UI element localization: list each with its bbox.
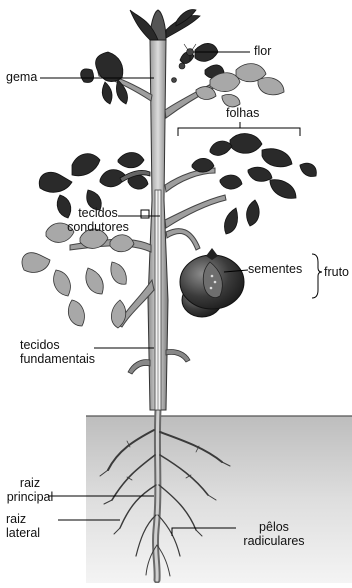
label-tecidos-fundamentais-line1: tecidos	[20, 338, 95, 352]
label-raiz-lateral-line2: lateral	[6, 526, 40, 540]
soil	[86, 416, 352, 583]
flowers	[172, 44, 197, 83]
label-raiz-lateral-line1: raiz	[6, 512, 40, 526]
label-tecidos-fundamentais: tecidos fundamentais	[20, 338, 95, 366]
label-folhas: folhas	[226, 106, 259, 120]
bracket-fruto	[312, 254, 322, 298]
label-tecidos-fundamentais-line2: fundamentais	[20, 352, 95, 366]
leaves	[39, 10, 316, 235]
fruit-cluster	[180, 248, 244, 317]
label-fruto: fruto	[324, 265, 349, 279]
label-tecidos-condutores: tecidos condutores	[56, 206, 140, 234]
leaf-mid-right	[230, 134, 262, 154]
label-pelos-radiculares-line1: pêlos	[234, 520, 314, 534]
leaf-upper-left	[96, 52, 123, 82]
label-raiz-principal-line2: principal	[2, 490, 58, 504]
label-sementes: sementes	[248, 262, 302, 276]
label-gema: gema	[6, 70, 37, 84]
label-pelos-radiculares: pêlos radiculares	[234, 520, 314, 548]
label-raiz-lateral: raiz lateral	[6, 512, 40, 540]
label-pelos-radiculares-line2: radiculares	[234, 534, 314, 548]
label-tecidos-condutores-line2: condutores	[56, 220, 140, 234]
leaf-mid-left	[39, 172, 72, 192]
label-tecidos-condutores-line1: tecidos	[56, 206, 140, 220]
label-raiz-principal-line1: raiz	[2, 476, 58, 490]
label-flor: flor	[254, 44, 271, 58]
label-raiz-principal: raiz principal	[2, 476, 58, 504]
